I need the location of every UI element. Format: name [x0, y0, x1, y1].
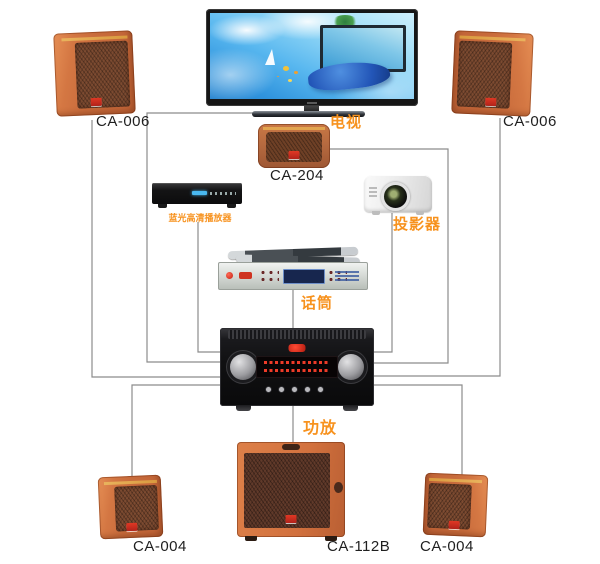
- projector-lens: [381, 182, 410, 211]
- projector-vents: [369, 187, 377, 199]
- tv-stand-base: [252, 111, 365, 117]
- receiver-text: [335, 271, 359, 281]
- amp-volume-knob-right: [338, 354, 364, 380]
- subwoofer-foot: [245, 536, 257, 541]
- bluray-player-label: 蓝光高清播放器: [168, 213, 232, 223]
- front-left-speaker: [53, 30, 136, 117]
- amp-display: [256, 356, 338, 378]
- receiver-logo: [239, 272, 252, 279]
- projector-foot: [372, 211, 380, 215]
- speaker-grille: [456, 40, 513, 109]
- speaker-grille: [74, 40, 131, 109]
- subwoofer-handle: [282, 444, 300, 450]
- subwoofer-foot: [325, 536, 337, 541]
- microphone-label: 话筒: [301, 295, 334, 312]
- front-right-speaker: [451, 30, 534, 117]
- amplifier-label: 功放: [303, 420, 338, 437]
- speaker-logo-badge: [90, 97, 102, 107]
- amp-volume-knob-left: [230, 354, 256, 380]
- receiver-buttons-left: [259, 269, 279, 283]
- surround-left-speaker-label: CA-004: [133, 538, 187, 555]
- projector-foot: [416, 211, 424, 215]
- surround-right-speaker: [422, 472, 489, 538]
- tv: [206, 9, 418, 106]
- wire-surround-left-speaker-to-amplifier: [131, 384, 222, 477]
- wire-center-speaker-to-amplifier: [329, 148, 449, 364]
- projector: [364, 175, 432, 215]
- speaker-logo-badge: [125, 522, 138, 532]
- wire-front-left-speaker-to-amplifier: [91, 120, 222, 378]
- wire-projector-to-amplifier: [372, 213, 393, 353]
- wire-bluray-player-to-amplifier: [197, 222, 222, 353]
- power-led: [226, 272, 233, 279]
- amp-logo: [288, 344, 306, 352]
- amplifier: [220, 328, 374, 411]
- bluray-foot: [158, 204, 167, 208]
- bluray-buttons: [210, 192, 236, 195]
- bluray-display-light: [191, 191, 207, 195]
- speaker-trim: [263, 127, 325, 130]
- projector-label: 投影器: [393, 216, 442, 233]
- wire-tv-to-amplifier: [146, 112, 253, 363]
- bluray-player: [152, 183, 242, 208]
- amp-foot: [236, 405, 251, 411]
- front-right-speaker-label: CA-006: [503, 113, 557, 130]
- amp-buttons: [262, 386, 328, 393]
- amp-foot: [343, 405, 358, 411]
- tv-stand-neck: [304, 106, 319, 112]
- subwoofer: [237, 442, 345, 541]
- wire-front-right-speaker-to-amplifier: [372, 118, 501, 377]
- microphone-receiver: [218, 262, 368, 290]
- receiver-display: [283, 269, 325, 284]
- front-left-speaker-label: CA-006: [96, 113, 150, 130]
- subwoofer-side-handle: [334, 482, 343, 493]
- speaker-logo-badge: [285, 515, 297, 523]
- speaker-grille: [114, 484, 160, 532]
- wire-surround-right-speaker-to-amplifier: [372, 384, 463, 477]
- center-speaker-label: CA-204: [270, 167, 324, 184]
- bluray-foot: [227, 204, 236, 208]
- tv-label: 电视: [330, 114, 363, 131]
- subwoofer-label: CA-112B: [327, 538, 391, 555]
- speaker-logo-badge: [288, 151, 300, 159]
- tv-screen: [210, 13, 414, 99]
- surround-left-speaker: [97, 474, 164, 540]
- speaker-logo-badge: [485, 97, 497, 107]
- surround-right-speaker-label: CA-004: [420, 538, 474, 555]
- amp-display-row: [264, 361, 330, 364]
- amp-vent: [228, 330, 366, 339]
- tv-brand-mark: [307, 102, 317, 104]
- amp-display-row: [264, 369, 330, 372]
- center-speaker: [258, 124, 330, 168]
- tv-art-fishes: [283, 66, 290, 72]
- speaker-logo-badge: [448, 520, 461, 530]
- tv-art-sailboat: [265, 49, 276, 66]
